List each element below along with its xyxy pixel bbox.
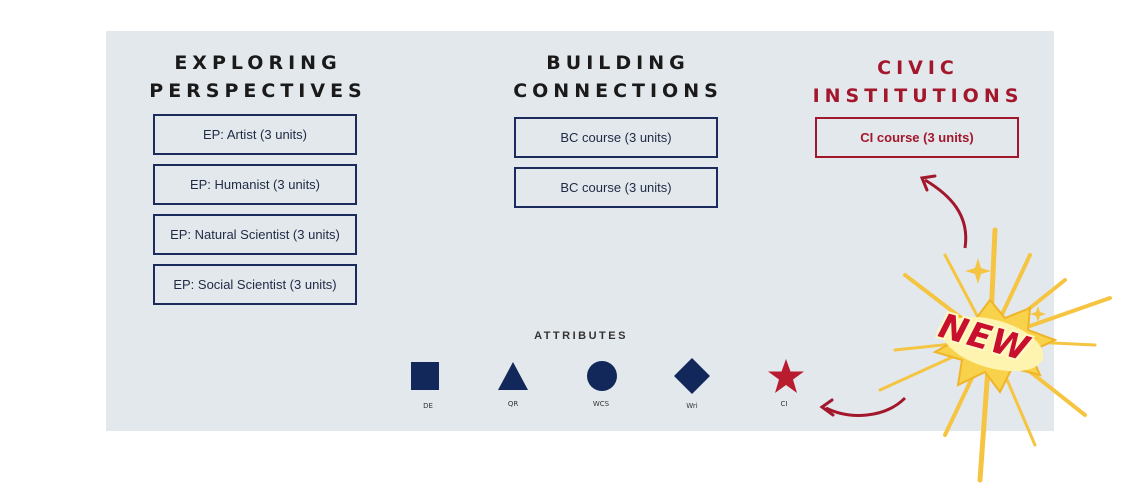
heading-civic-institutions: CIVIC INSTITUTIONS [800,54,1036,110]
heading-building-connections: BUILDING CONNECTIONS [500,49,736,105]
heading-line: CONNECTIONS [513,80,723,102]
star-icon [768,359,804,393]
arrow-left-icon [825,396,907,417]
heading-line: CIVIC [877,57,959,79]
triangle-icon [498,362,528,390]
attribute-label-ci: CI [780,400,788,408]
diamond-icon [674,358,710,394]
attribute-label-wri: Wri [686,402,698,410]
heading-line: EXPLORING [174,52,342,74]
heading-exploring-perspectives: EXPLORING PERSPECTIVES [140,49,376,105]
attribute-label-qr: QR [507,400,519,408]
course-bc-1[interactable]: BC course (3 units) [514,117,718,158]
course-ep-artist[interactable]: EP: Artist (3 units) [153,114,357,155]
course-bc-2[interactable]: BC course (3 units) [514,167,718,208]
attributes-title: ATTRIBUTES [534,330,628,342]
course-ci[interactable]: CI course (3 units) [815,117,1019,158]
heading-line: PERSPECTIVES [149,80,367,102]
heading-line: INSTITUTIONS [812,85,1024,107]
arrow-up-icon [924,178,968,249]
attribute-label-de: DE [423,402,433,410]
course-ep-humanist[interactable]: EP: Humanist (3 units) [153,164,357,205]
sparkle-icon [965,258,991,284]
sparkle-icon [1030,306,1046,322]
heading-line: BUILDING [546,52,690,74]
curriculum-panel [106,31,1054,431]
circle-icon [587,361,617,391]
attribute-label-wcs: WCS [592,400,610,408]
course-ep-social-scientist[interactable]: EP: Social Scientist (3 units) [153,264,357,305]
square-icon [411,362,439,390]
course-ep-natural-scientist[interactable]: EP: Natural Scientist (3 units) [153,214,357,255]
